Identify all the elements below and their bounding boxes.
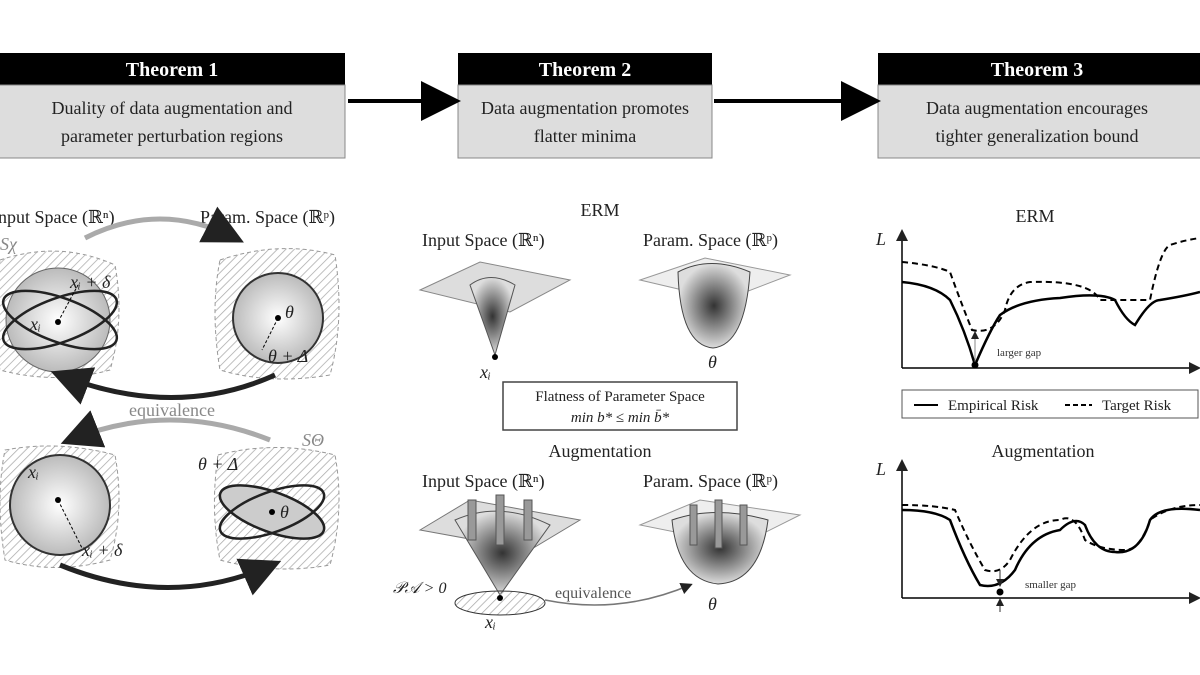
erm-chart-title: ERM xyxy=(1015,206,1054,226)
empirical-risk-line-erm xyxy=(901,280,1200,369)
legend-target: Target Risk xyxy=(1102,398,1172,414)
param-space-label: Param. Space (ℝᵖ) xyxy=(200,207,335,228)
empirical-risk-line-aug xyxy=(901,507,1200,588)
augmentation-chart-title: Augmentation xyxy=(992,441,1095,461)
theorem-1-box: Theorem 1 Duality of data augmentation a… xyxy=(0,53,346,159)
input-space-label: Input Space (ℝⁿ) xyxy=(0,207,115,228)
xi-label-2: xᵢ xyxy=(27,462,39,482)
theorem-3-line2: tighter generalization bound xyxy=(936,126,1139,146)
input-space-label-aug: Input Space (ℝⁿ) xyxy=(422,471,545,492)
stheta-label: SΘ xyxy=(302,430,324,450)
panel-flatness: ERM Input Space (ℝⁿ) Param. Space (ℝᵖ) x… xyxy=(393,200,802,632)
theorem-1-line1: Duality of data augmentation and xyxy=(52,98,293,118)
smaller-gap-label: smaller gap xyxy=(1025,579,1077,591)
xi-delta-label: xᵢ + δ xyxy=(69,272,111,292)
param-space-label-aug: Param. Space (ℝᵖ) xyxy=(643,471,778,492)
xi-label: xᵢ xyxy=(29,314,41,334)
panel-duality: Input Space (ℝⁿ) Param. Space (ℝᵖ) Sχ xᵢ… xyxy=(0,206,340,596)
flatness-title: Flatness of Parameter Space xyxy=(535,389,705,405)
theta-label: θ xyxy=(285,302,294,322)
xi-label-erm: xᵢ xyxy=(479,362,491,382)
xi-label-aug: xᵢ xyxy=(484,612,496,632)
augmentation-label: Augmentation xyxy=(549,441,652,461)
theta-label-aug: θ xyxy=(708,594,717,614)
xi-delta-label-2: xᵢ + δ xyxy=(81,540,123,560)
top-black-arrow xyxy=(50,367,277,405)
theorem-3-title: Theorem 3 xyxy=(991,59,1083,81)
theta-label-2: θ xyxy=(280,502,289,522)
legend xyxy=(901,389,1199,419)
pa-label: 𝒫𝒜 > 0 xyxy=(393,580,446,597)
panel-generalization: ERM L larger gap Empirical Risk Target R… xyxy=(875,206,1200,612)
equivalence-label-aug: equivalence xyxy=(555,585,631,602)
y-axis-label-erm: L xyxy=(875,229,886,249)
legend-empirical: Empirical Risk xyxy=(948,398,1039,414)
input-space-label-erm: Input Space (ℝⁿ) xyxy=(422,230,545,251)
top-gray-arrow xyxy=(83,206,244,243)
target-risk-line-aug xyxy=(901,504,1200,573)
theorem-3-box: Theorem 3 Data augmentation encourages t… xyxy=(877,53,1200,159)
larger-gap-label: larger gap xyxy=(997,347,1042,359)
flatness-formula: min b* ≤ min b̄* xyxy=(571,410,670,426)
theorem-1-line2: parameter perturbation regions xyxy=(61,126,283,146)
theta-delta-label: θ + Δ xyxy=(268,346,308,366)
equivalence-label: equivalence xyxy=(129,400,215,420)
target-risk-line-erm xyxy=(901,237,1200,332)
param-space-label-erm: Param. Space (ℝᵖ) xyxy=(643,230,778,251)
theorem-1-title: Theorem 1 xyxy=(126,59,218,81)
theta-delta-label-2: θ + Δ xyxy=(198,454,238,474)
erm-label: ERM xyxy=(580,200,619,220)
y-axis-label-aug: L xyxy=(875,459,886,479)
sx-label: Sχ xyxy=(0,234,18,254)
theorem-2-box: Theorem 2 Data augmentation promotes fla… xyxy=(457,53,713,159)
theorem-2-line1: Data augmentation promotes xyxy=(481,98,689,118)
theorem-2-title: Theorem 2 xyxy=(539,59,631,81)
theta-label-erm: θ xyxy=(708,352,717,372)
theorem-3-line1: Data augmentation encourages xyxy=(926,98,1148,118)
flatness-box xyxy=(502,381,738,431)
theorem-2-line2: flatter minima xyxy=(534,126,636,146)
